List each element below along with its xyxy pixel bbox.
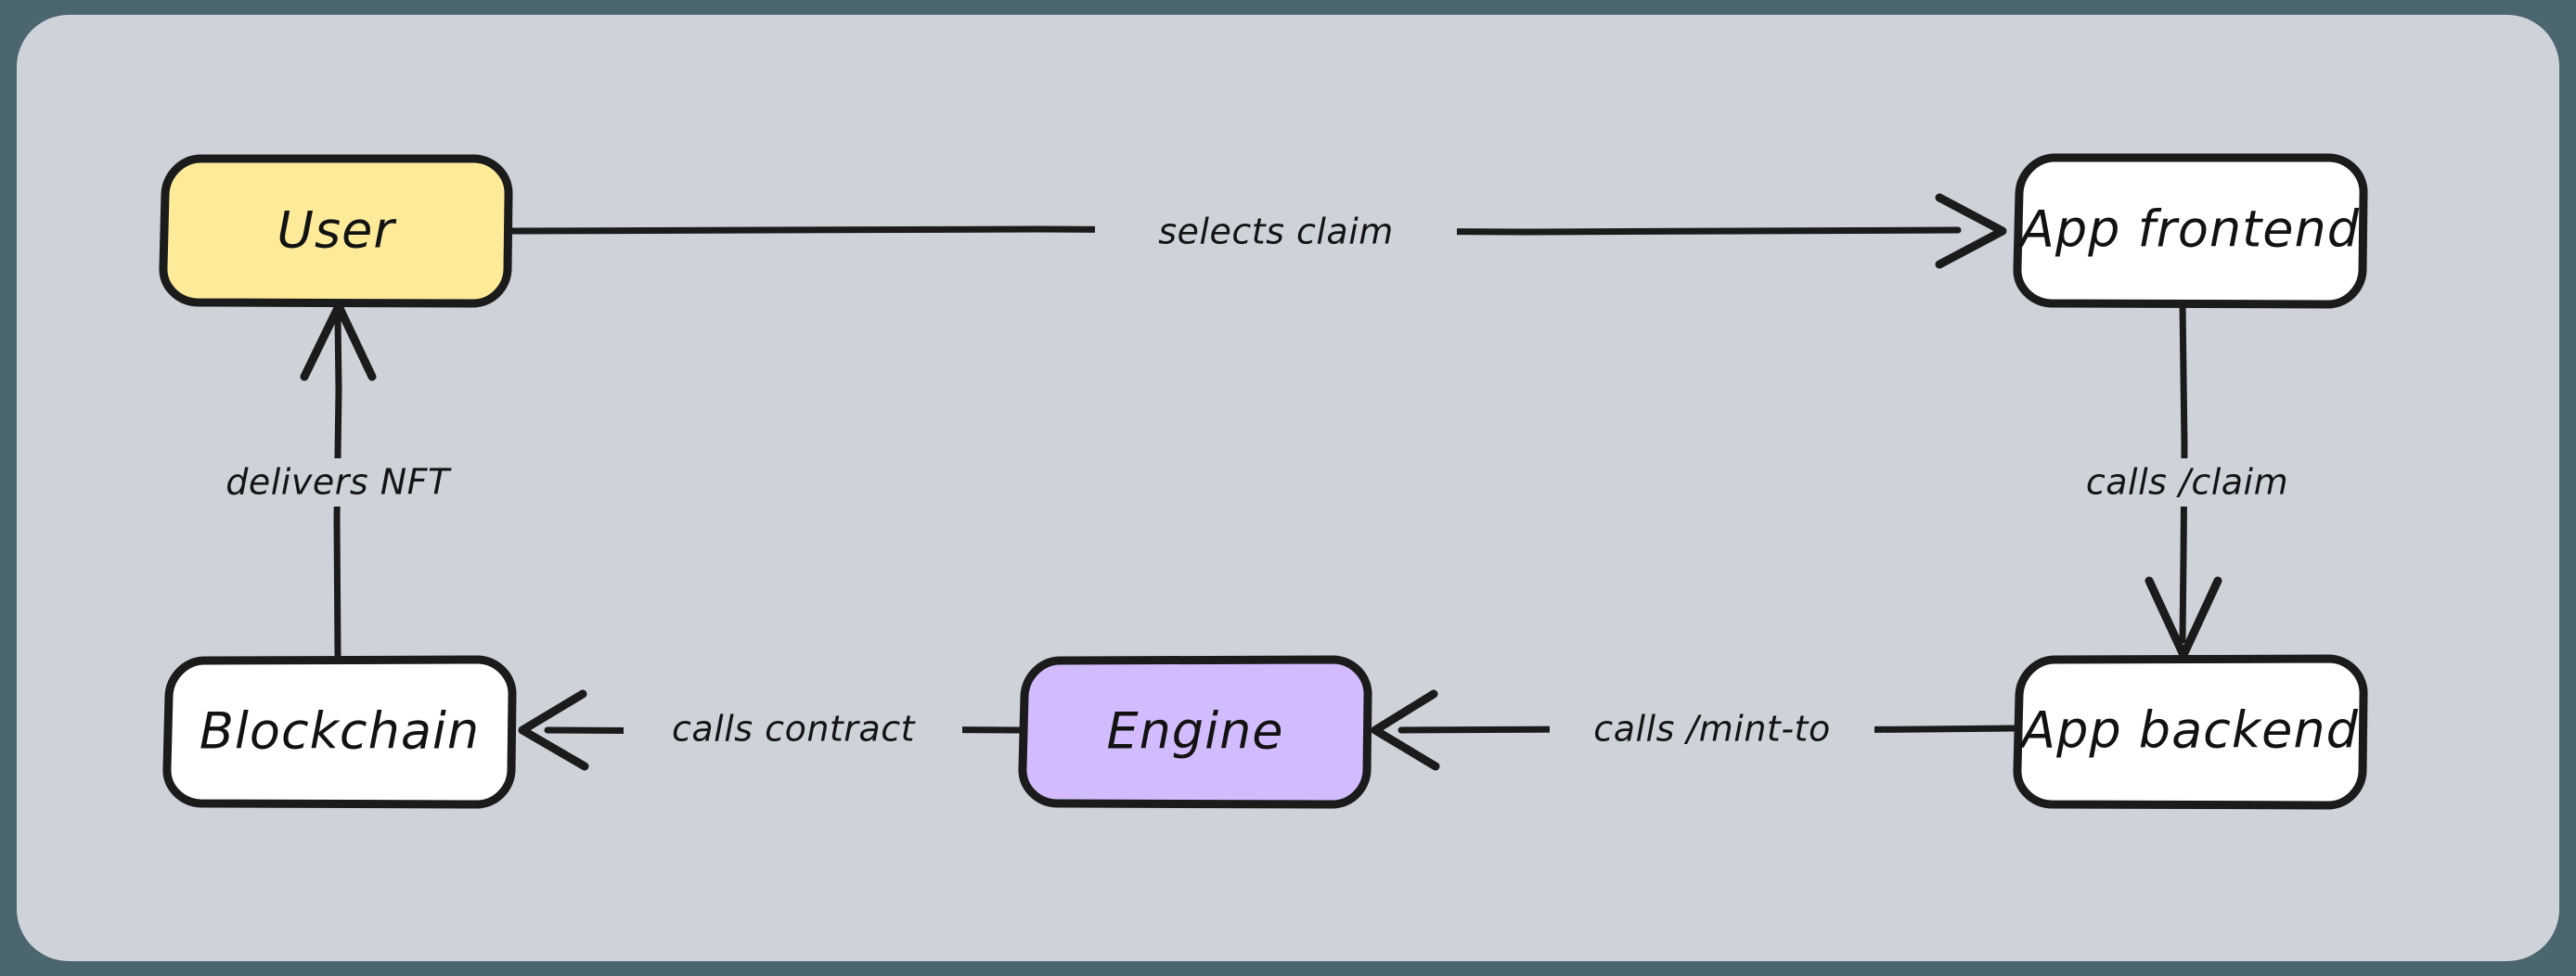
edge-label-delivers-nft: delivers NFT [225,462,452,503]
edge-label-backdrop [1095,206,1457,256]
node-user[interactable]: User [159,154,513,308]
node-label-blockchain: Blockchain [200,702,480,761]
edge-frontend-to-backend: calls /claim [2046,301,2329,660]
node-engine[interactable]: Engine [1018,655,1372,809]
node-label-engine: Engine [1106,702,1283,761]
edge-user-to-frontend: selects claim [506,193,2007,269]
edge-label-selects-claim: selects claim [1158,212,1394,252]
edge-label-backdrop [1550,707,1874,755]
edge-blockchain-to-user: delivers NFT [193,302,490,659]
edge-label-backdrop [624,707,962,755]
node-label-user: User [277,201,396,260]
node-label-app-backend: App backend [2018,701,2359,760]
edge-label-backdrop [193,458,490,507]
edge-label-calls-mint-to: calls /mint-to [1593,709,1830,750]
edge-backend-to-engine: calls /mint-to [1371,689,2017,771]
node-label-app-frontend: App frontend [2017,200,2360,259]
node-app-frontend[interactable]: App frontend [2013,153,2368,309]
edge-label-backdrop [2046,458,2329,507]
node-app-backend[interactable]: App backend [2013,654,2368,810]
edge-label-calls-claim: calls /claim [2086,462,2288,503]
edge-engine-to-blockchain: calls contract [518,689,1023,771]
node-blockchain[interactable]: Blockchain [162,655,517,809]
edge-label-calls-contract: calls contract [672,709,917,750]
